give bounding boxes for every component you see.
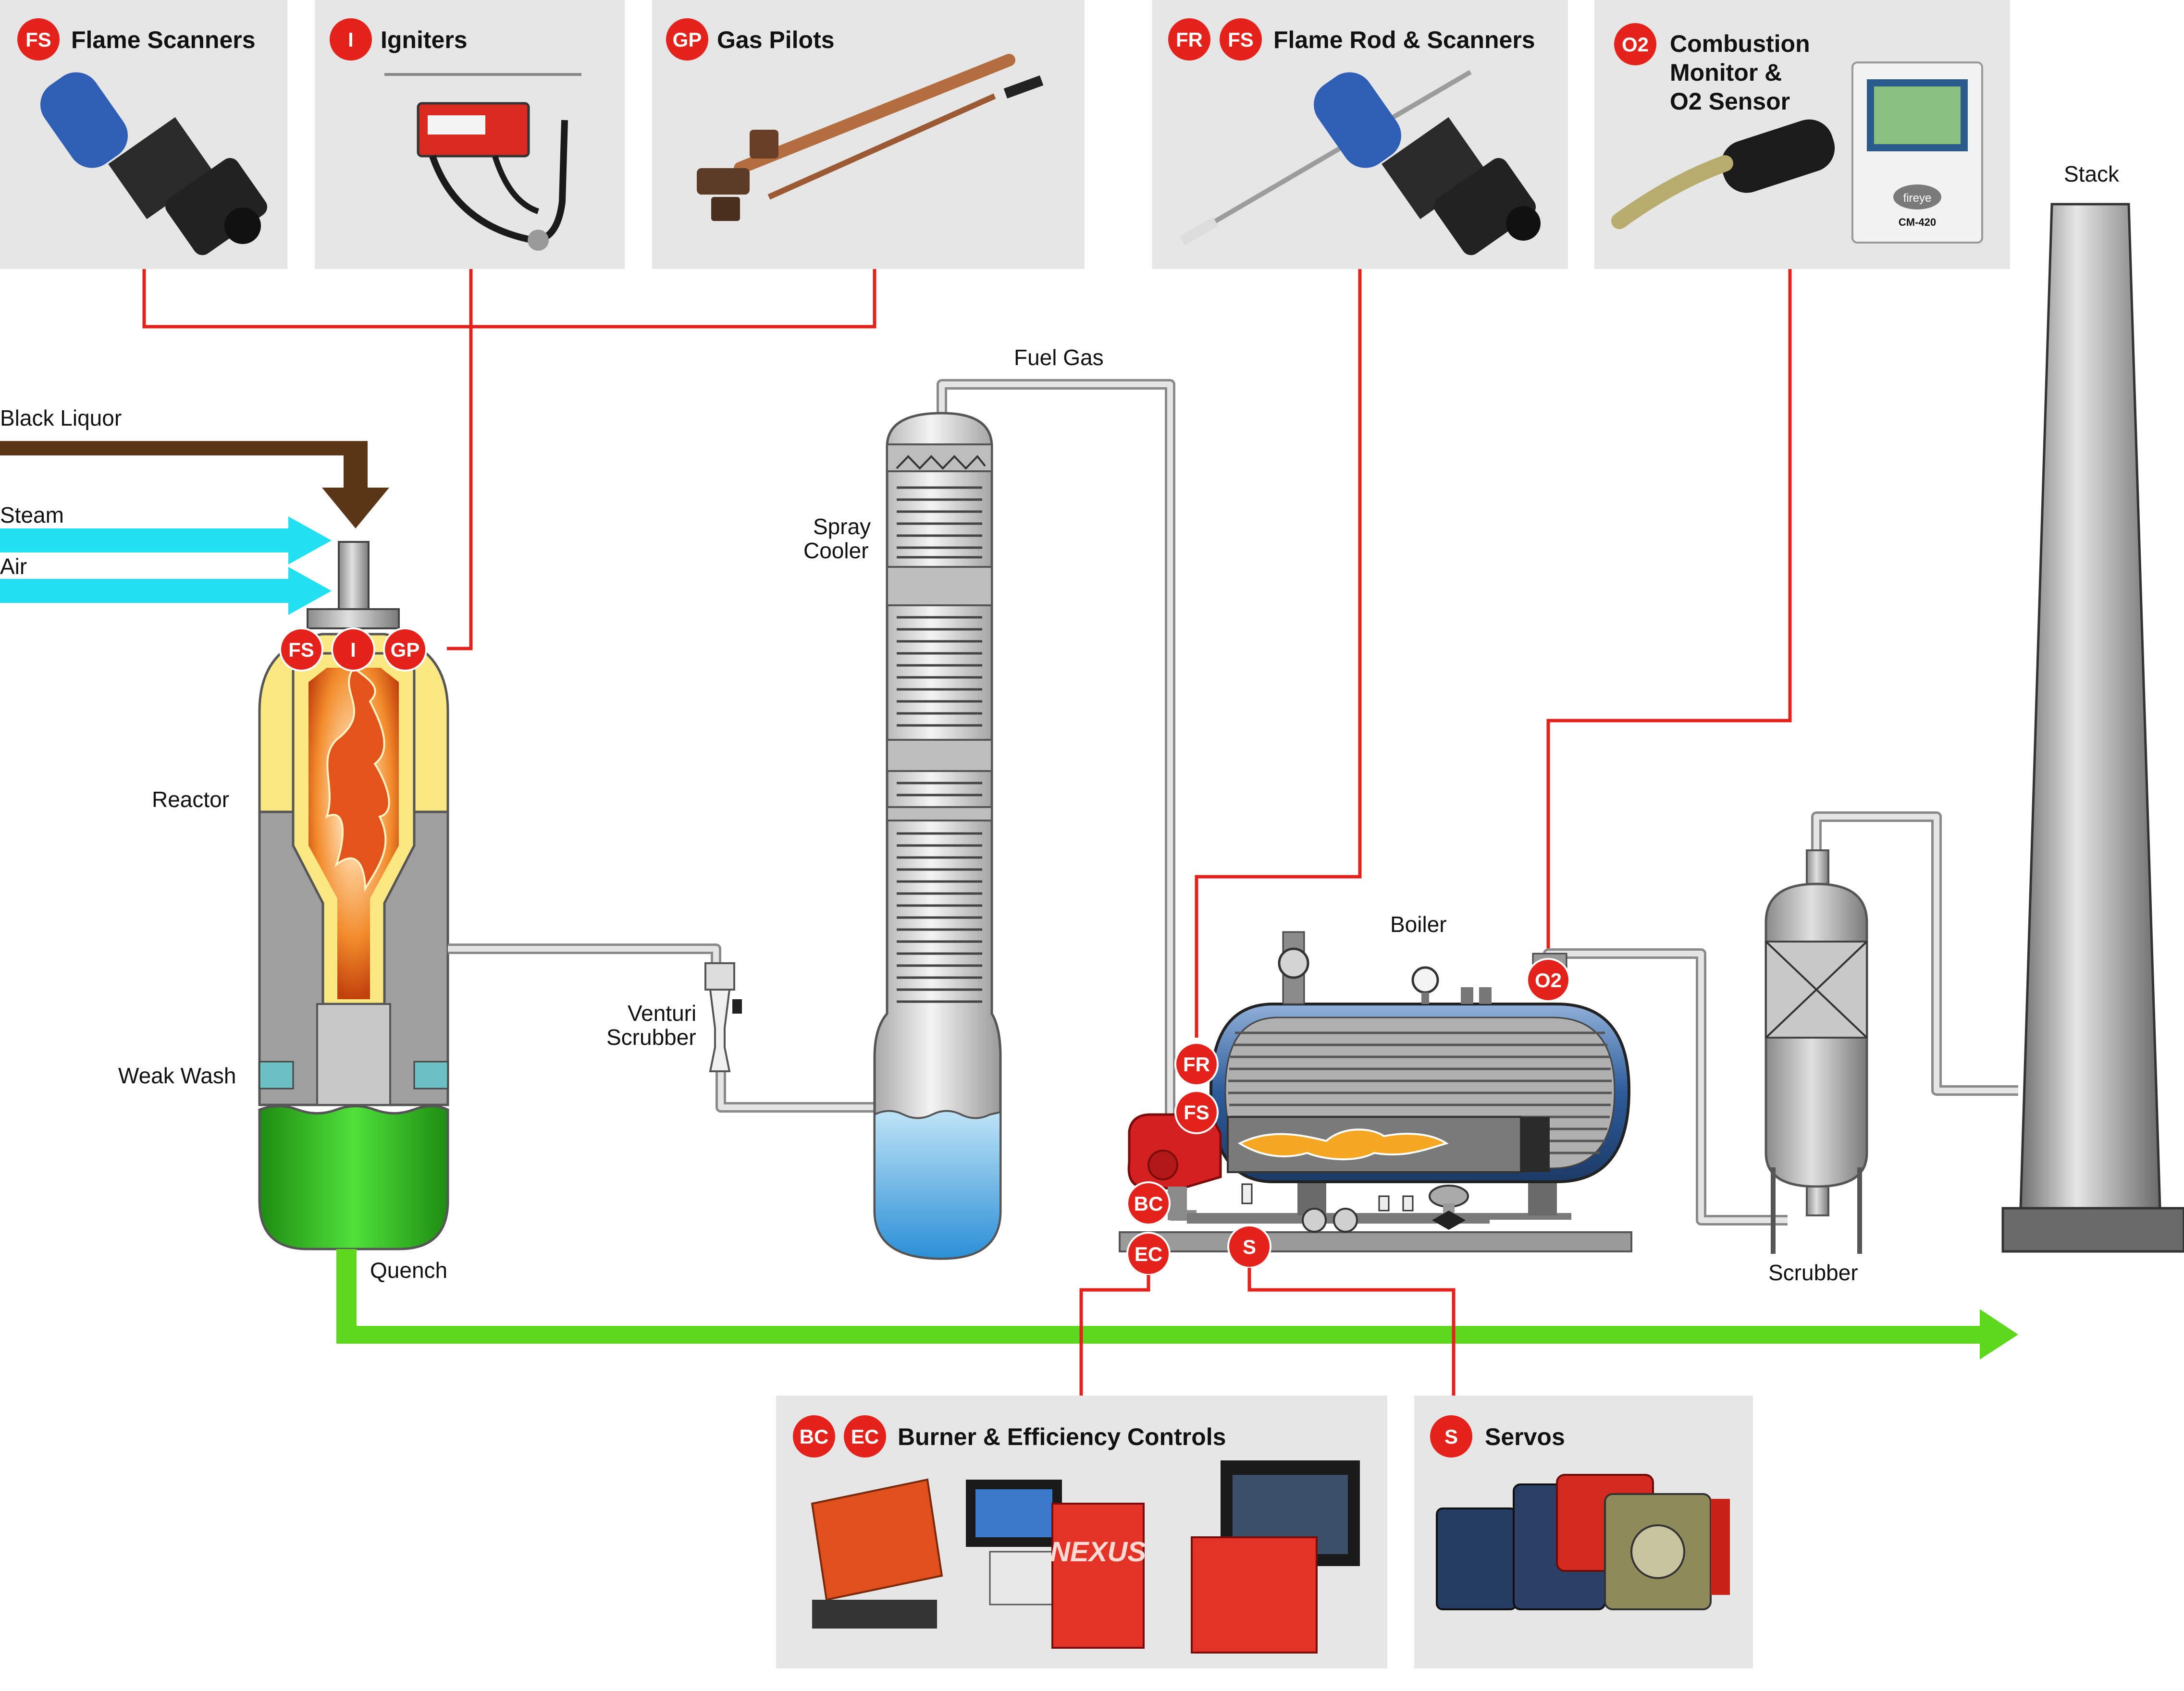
label-boiler: Boiler [1390, 912, 1447, 937]
badge-fs: FS [1220, 18, 1262, 61]
quench-output-arrow [336, 1249, 2018, 1360]
svg-text:FR: FR [1176, 28, 1203, 51]
badge-ec: EC [844, 1415, 886, 1458]
panel-igniters: I Igniters [315, 0, 625, 269]
svg-text:O2: O2 [1535, 969, 1562, 992]
stack [2001, 203, 2184, 1253]
svg-text:FS: FS [288, 638, 314, 661]
panel-title: Igniters [381, 26, 468, 53]
panel-flame-rod-scanners: FR FS Flame Rod & Scanners [1152, 0, 1568, 269]
label-air: Air [0, 554, 27, 579]
boiler-badge-o2: O2 [1526, 958, 1570, 1002]
panel-title-line-1: Combustion [1670, 30, 1810, 57]
reactor-vessel [258, 541, 449, 1250]
signal-lines-top [142, 269, 1792, 1038]
device-brand: fireye [1903, 192, 1932, 205]
panel-title: Servos [1485, 1423, 1565, 1450]
panel-title-line-3: O2 Sensor [1670, 88, 1790, 115]
reactor-badge-gp: GP [383, 627, 427, 672]
label-weak-wash: Weak Wash [118, 1063, 236, 1088]
boiler-badge-fr: FR [1174, 1042, 1219, 1086]
air-arrow [0, 567, 332, 615]
label-spray-cooler-line-2: Cooler [803, 538, 869, 563]
gas-pilot-photo [697, 54, 1044, 221]
svg-text:O2: O2 [1622, 33, 1649, 56]
flame-scanner-photo [40, 72, 268, 256]
svg-text:S: S [1243, 1236, 1256, 1258]
boiler-badge-s: S [1227, 1225, 1271, 1269]
svg-text:I: I [348, 28, 354, 51]
svg-text:FS: FS [1228, 28, 1254, 51]
svg-text:I: I [350, 638, 356, 661]
signal-lines-bottom [1079, 1268, 1456, 1415]
panel-title: Burner & Efficiency Controls [898, 1423, 1226, 1450]
boiler-badge-bc: BC [1126, 1181, 1171, 1225]
burner-controls-photo: NEXUS [811, 1460, 1360, 1654]
flame-rod-scanner-photo [1179, 70, 1541, 256]
boiler-badge-fs: FS [1174, 1090, 1219, 1134]
boiler-badge-ec: EC [1126, 1232, 1171, 1276]
panel-title-line-2: Monitor & [1670, 59, 1782, 86]
panel-burner-controls: BC EC Burner & Efficiency Controls NEXUS [776, 1396, 1387, 1668]
combustion-monitor-photo: fireye CM-420 [1611, 61, 1983, 244]
servo-photo [1436, 1474, 1730, 1610]
device-brand: NEXUS [1050, 1536, 1146, 1568]
scrubber-vessel [1764, 849, 1868, 1254]
svg-text:EC: EC [1135, 1243, 1162, 1265]
boiler [1119, 931, 1632, 1252]
label-quench: Quench [370, 1258, 447, 1283]
svg-text:FR: FR [1183, 1053, 1210, 1076]
svg-text:EC: EC [851, 1425, 879, 1448]
svg-text:S: S [1444, 1425, 1458, 1448]
cooler-trays [897, 486, 982, 1003]
badge-i: I [330, 18, 372, 61]
label-venturi-line-1: Venturi [628, 1001, 696, 1026]
panel-title: Flame Rod & Scanners [1273, 26, 1535, 53]
panel-title: Flame Scanners [71, 26, 256, 53]
label-fuel-gas: Fuel Gas [1014, 345, 1104, 370]
svg-text:FS: FS [1184, 1101, 1209, 1124]
boiler-flame [1237, 1128, 1449, 1161]
igniter-photo [384, 73, 581, 251]
svg-text:BC: BC [1134, 1192, 1163, 1215]
svg-text:FS: FS [25, 28, 51, 51]
steam-arrow [0, 516, 332, 564]
badge-fs: FS [17, 18, 60, 61]
label-venturi-line-2: Scrubber [606, 1025, 696, 1050]
reactor-flame [325, 666, 390, 893]
venturi-scrubber [704, 962, 742, 1072]
black-liquor-arrow [0, 441, 389, 528]
panel-title: Gas Pilots [717, 26, 835, 53]
badge-gp: GP [666, 18, 708, 61]
badge-fr: FR [1168, 18, 1210, 61]
device-model: CM-420 [1899, 216, 1936, 228]
label-stack: Stack [2064, 161, 2120, 186]
reactor-badge-fs: FS [279, 627, 323, 672]
badge-bc: BC [793, 1415, 835, 1458]
badge-o2: O2 [1614, 23, 1656, 65]
panel-servos: S Servos [1414, 1396, 1753, 1668]
reactor-badge-i: I [331, 627, 375, 672]
label-steam: Steam [0, 502, 64, 527]
panel-gas-pilots: GP Gas Pilots [652, 0, 1085, 269]
svg-text:BC: BC [800, 1425, 829, 1448]
label-spray-cooler-line-1: Spray [813, 514, 871, 539]
panel-flame-scanners: FS Flame Scanners [0, 0, 287, 269]
label-scrubber: Scrubber [1768, 1260, 1858, 1285]
svg-text:GP: GP [391, 638, 420, 661]
label-reactor: Reactor [152, 787, 229, 812]
badge-s: S [1430, 1415, 1472, 1458]
process-piping-inner [448, 381, 2018, 1223]
label-black-liquor: Black Liquor [0, 405, 122, 430]
panel-combustion-monitor: O2 Combustion Monitor & O2 Sensor fireye… [1594, 0, 2010, 269]
svg-text:GP: GP [673, 28, 702, 51]
spray-cooler [873, 412, 1002, 1260]
